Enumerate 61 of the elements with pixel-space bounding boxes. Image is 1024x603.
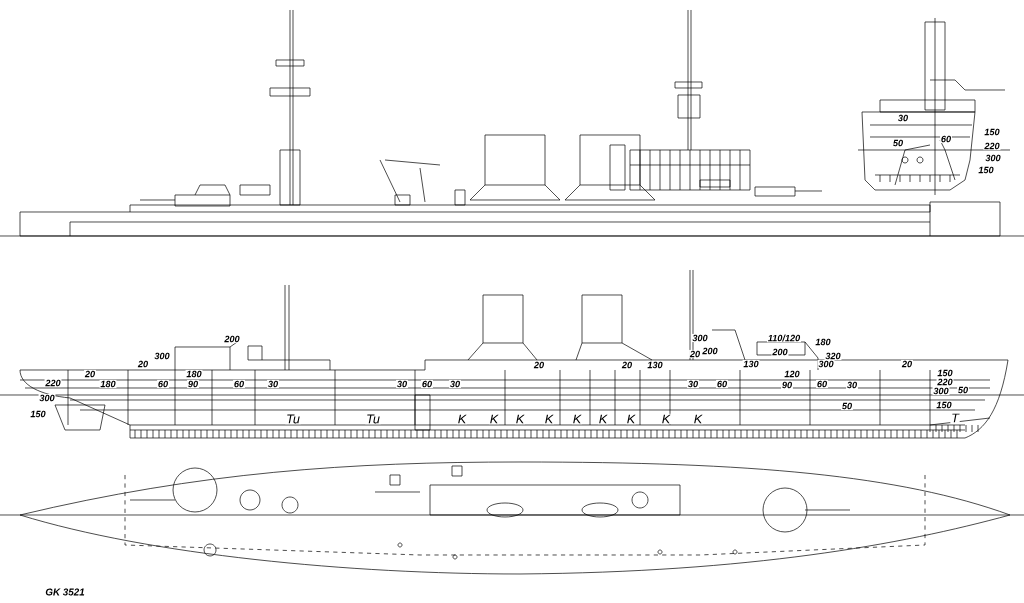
thickness-label: 300 <box>153 351 171 361</box>
thickness-label: 180 <box>814 337 832 347</box>
thickness-label: 150 <box>983 127 1001 137</box>
thickness-label: 50 <box>957 385 969 395</box>
thickness-label: 300 <box>38 393 56 403</box>
thickness-label: 130 <box>646 360 664 370</box>
thickness-label: 30 <box>396 379 408 389</box>
thickness-label: 20 <box>901 359 913 369</box>
thickness-label: 20 <box>84 369 96 379</box>
thickness-label: 130 <box>742 359 760 369</box>
thickness-label: 30 <box>267 379 279 389</box>
compartment-letter: K <box>543 413 555 425</box>
thickness-label: 60 <box>716 379 728 389</box>
thickness-label: 200 <box>701 346 719 356</box>
thickness-label: 60 <box>816 379 828 389</box>
thickness-label: 20 <box>621 360 633 370</box>
thickness-label: 50 <box>892 138 904 148</box>
thickness-label: 300 <box>691 333 709 343</box>
thickness-label: 90 <box>781 380 793 390</box>
thickness-label: 300 <box>984 153 1002 163</box>
thickness-label: 300 <box>932 386 950 396</box>
compartment-letter: K <box>456 413 468 425</box>
thickness-label: 30 <box>897 113 909 123</box>
thickness-label: 320 <box>824 351 842 361</box>
thickness-label: 110/120 <box>767 333 802 343</box>
thickness-label: 180 <box>185 369 203 379</box>
compartment-letter: T <box>950 412 960 424</box>
thickness-label: 300 <box>817 359 835 369</box>
compartment-letter: K <box>692 413 704 425</box>
drawing-number: GK 3521 <box>44 587 86 597</box>
thickness-label: 220 <box>936 377 954 387</box>
thickness-label: 60 <box>233 379 245 389</box>
thickness-label: 20 <box>689 349 701 359</box>
thickness-label: 150 <box>936 368 954 378</box>
compartment-letter: K <box>660 413 672 425</box>
compartment-letter: K <box>597 413 609 425</box>
thickness-label: 60 <box>940 134 952 144</box>
thickness-label: 20 <box>533 360 545 370</box>
thickness-label: 30 <box>846 380 858 390</box>
thickness-label: 150 <box>935 400 953 410</box>
compartment-letter: K <box>514 413 526 425</box>
thickness-label: 180 <box>99 379 117 389</box>
thickness-label: 20 <box>137 359 149 369</box>
compartment-letter: K <box>571 413 583 425</box>
compartment-letter: Tu <box>285 413 301 425</box>
compartment-letter: Tu <box>365 413 381 425</box>
thickness-label: 90 <box>187 379 199 389</box>
thickness-label: 60 <box>421 379 433 389</box>
thickness-label: 50 <box>841 401 853 411</box>
thickness-label: 220 <box>983 141 1001 151</box>
compartment-letter: K <box>488 413 500 425</box>
thickness-label: 200 <box>223 334 241 344</box>
thickness-label: 220 <box>44 378 62 388</box>
thickness-label: 150 <box>29 409 47 419</box>
thickness-label: 120 <box>783 369 801 379</box>
thickness-label: 30 <box>449 379 461 389</box>
thickness-label: 60 <box>157 379 169 389</box>
thickness-label: 30 <box>687 379 699 389</box>
compartment-letter: K <box>625 413 637 425</box>
thickness-label: 150 <box>977 165 995 175</box>
thickness-label: 200 <box>771 347 789 357</box>
